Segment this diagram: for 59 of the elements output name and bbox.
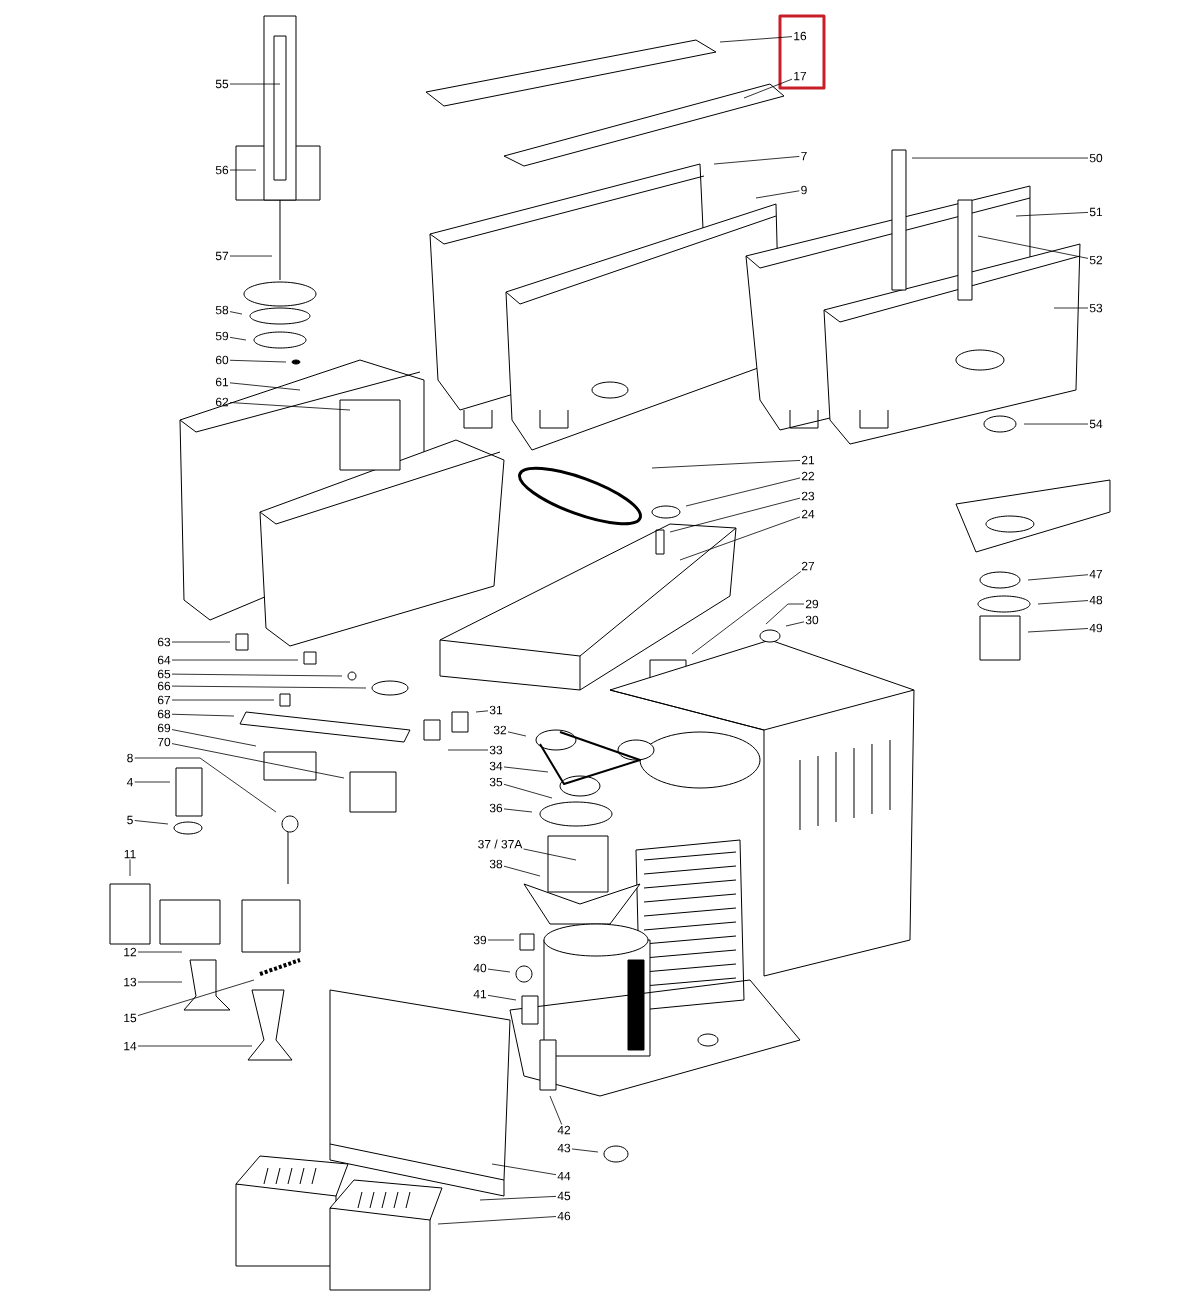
leader-line xyxy=(134,757,277,813)
leader-line xyxy=(503,865,541,877)
leader-line xyxy=(487,968,511,973)
leader-line xyxy=(229,255,273,257)
leader-line xyxy=(171,673,343,677)
leader-line xyxy=(479,1196,557,1201)
leader-line xyxy=(171,659,299,661)
leader-line xyxy=(503,808,533,813)
leader-line xyxy=(685,477,801,507)
leader-line xyxy=(507,731,527,737)
leader-line xyxy=(437,1216,557,1225)
leader-line xyxy=(137,981,183,983)
leader-line xyxy=(137,1045,253,1047)
leader-line xyxy=(229,311,243,315)
leader-line xyxy=(743,78,793,99)
leader-line xyxy=(571,1148,599,1153)
leader-line xyxy=(229,402,351,411)
leader-line xyxy=(1037,600,1089,605)
leader-line xyxy=(137,951,183,953)
leader-line xyxy=(487,939,515,941)
leader-line xyxy=(491,1163,557,1176)
leader-line xyxy=(229,83,281,85)
leader-line xyxy=(171,685,367,689)
leader-line xyxy=(171,729,257,747)
leader-line xyxy=(691,571,802,655)
leader-line xyxy=(475,710,489,713)
leader-line xyxy=(171,641,231,643)
leader-line xyxy=(447,749,489,751)
leader-line xyxy=(523,848,577,861)
leader-line xyxy=(679,516,801,561)
leader-line xyxy=(719,36,793,43)
leader-line xyxy=(911,157,1089,159)
leader-line xyxy=(229,382,301,391)
leader-line xyxy=(229,359,287,363)
leader-line xyxy=(1015,212,1089,217)
leader-line xyxy=(651,460,801,469)
leader-line xyxy=(171,699,275,701)
leader-line xyxy=(229,169,257,171)
leader-line xyxy=(129,859,131,877)
leader-line xyxy=(1053,307,1089,309)
leader-line xyxy=(171,743,345,779)
leader-line xyxy=(765,603,805,625)
leader-line xyxy=(503,766,549,773)
leader-line xyxy=(137,979,255,1016)
leader-line xyxy=(134,820,169,825)
leader-line xyxy=(171,713,235,717)
leader-line xyxy=(229,336,247,341)
leader-line xyxy=(1027,574,1089,581)
leader-line xyxy=(487,994,517,1001)
leader-line xyxy=(134,781,171,783)
leader-line xyxy=(1023,423,1089,425)
leader-line xyxy=(503,783,553,799)
leader-line xyxy=(1027,628,1089,633)
leader-line xyxy=(549,1095,563,1125)
leader-line xyxy=(669,497,801,533)
leader-line xyxy=(977,235,1089,259)
leader-line xyxy=(755,190,800,199)
leader-line xyxy=(713,156,800,165)
leader-line xyxy=(785,621,805,627)
